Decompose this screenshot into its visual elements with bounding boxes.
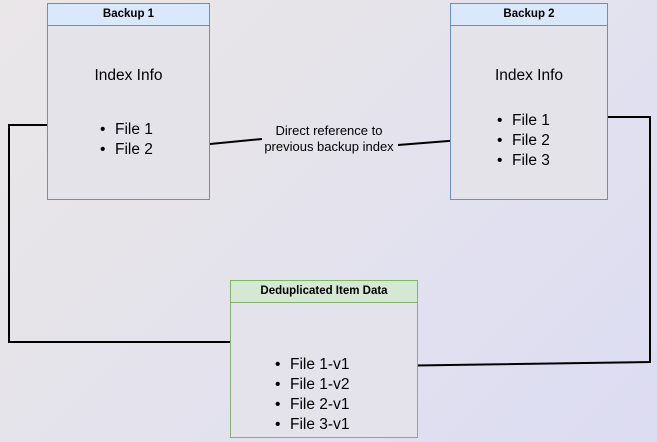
list-item: File 2-v1 [275,395,349,415]
list-item: File 3-v1 [275,415,349,435]
edge-label-direct-reference: Direct reference to previous backup inde… [248,123,410,155]
node-backup-1-body: Index Info File 1 File 2 [48,26,209,199]
node-deduplicated-item-data[interactable]: Deduplicated Item Data File 1-v1 File 1-… [230,280,418,438]
node-dedup-body: File 1-v1 File 1-v2 File 2-v1 File 3-v1 [231,303,417,437]
list-item: File 1-v1 [275,355,349,375]
backup-1-index-info-label: Index Info [94,67,163,84]
list-item: File 1 [100,120,153,140]
list-item: File 1 [497,111,550,131]
list-item: File 2 [497,131,550,151]
edge-label-line-1: Direct reference to [275,123,383,138]
node-backup-1-header: Backup 1 [48,4,209,26]
list-item: File 1-v2 [275,375,349,395]
node-backup-2-header: Backup 2 [451,4,607,26]
backup-1-file-list: File 1 File 2 [100,120,153,160]
node-dedup-header: Deduplicated Item Data [231,281,417,303]
edge-label-line-2: previous backup index [264,139,394,154]
list-item: File 2 [100,140,153,160]
node-backup-2[interactable]: Backup 2 Index Info File 1 File 2 File 3 [450,3,608,200]
dedup-file-list: File 1-v1 File 1-v2 File 2-v1 File 3-v1 [275,355,349,435]
list-item: File 3 [497,151,550,171]
node-backup-2-body: Index Info File 1 File 2 File 3 [451,26,607,199]
node-backup-1[interactable]: Backup 1 Index Info File 1 File 2 [47,3,210,200]
backup-2-index-info-label: Index Info [494,67,564,84]
backup-2-file-list: File 1 File 2 File 3 [497,111,550,171]
